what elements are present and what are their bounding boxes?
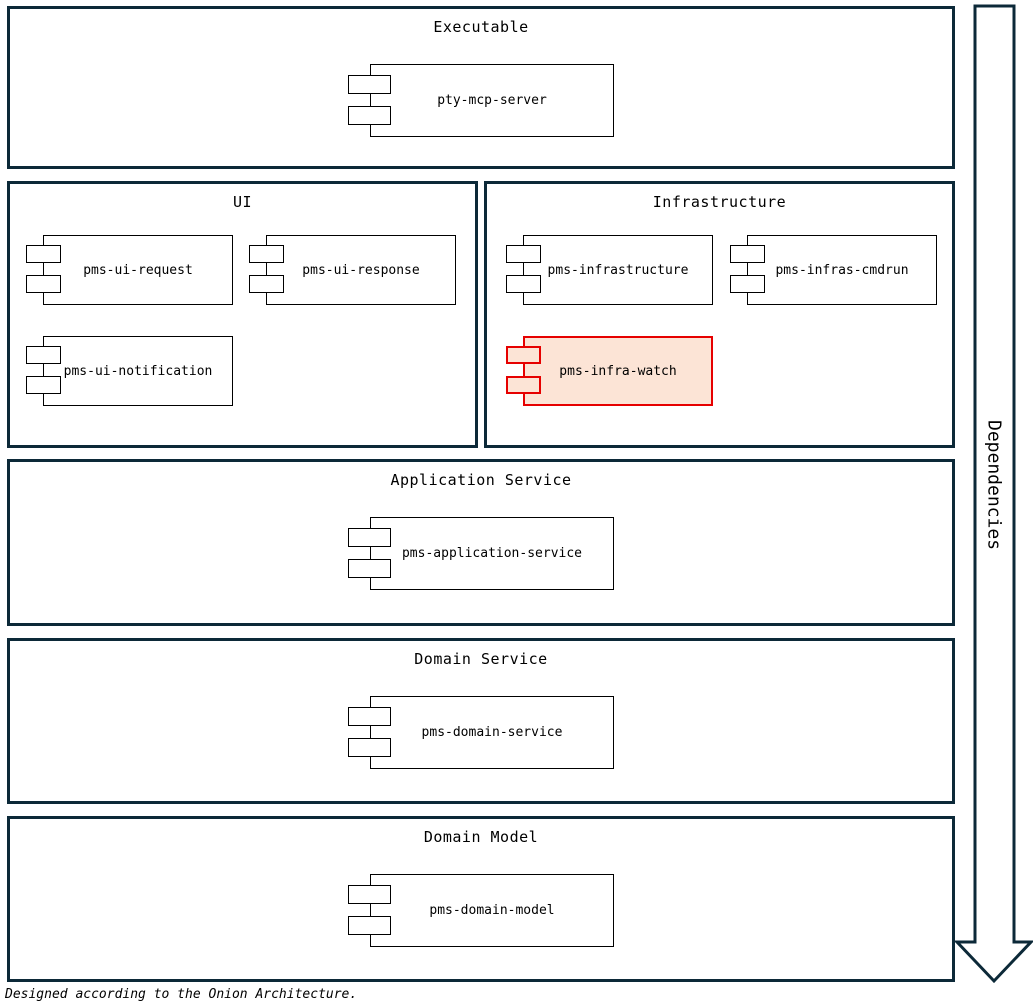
dependencies-arrow-shape xyxy=(953,4,1033,984)
component-pms-infrastructure: pms-infrastructure xyxy=(506,235,713,305)
component-tab-icon xyxy=(348,707,391,726)
layer-executable: Executable pty-mcp-server xyxy=(7,6,955,169)
component-pms-ui-notification: pms-ui-notification xyxy=(26,336,233,406)
component-pms-domain-service: pms-domain-service xyxy=(348,696,614,769)
component-label: pms-ui-notification xyxy=(43,336,233,406)
component-pms-application-service: pms-application-service xyxy=(348,517,614,590)
component-pms-infra-watch-highlighted: pms-infra-watch xyxy=(506,336,713,406)
component-label: pms-infrastructure xyxy=(523,235,713,305)
layer-title-domain-service: Domain Service xyxy=(414,650,548,668)
component-label: pty-mcp-server xyxy=(370,64,614,137)
layer-title-executable: Executable xyxy=(433,18,529,36)
component-label: pms-application-service xyxy=(370,517,614,590)
dependencies-arrow-label: Dependencies xyxy=(984,420,1005,550)
layer-infrastructure: Infrastructure pms-infrastructure pms-in… xyxy=(484,181,955,448)
component-label: pms-infra-watch xyxy=(523,336,713,406)
component-tab-icon xyxy=(506,346,541,364)
component-tab-icon xyxy=(26,376,61,394)
component-tab-icon xyxy=(249,245,284,263)
component-tab-icon xyxy=(348,916,391,935)
component-tab-icon xyxy=(730,245,765,263)
component-tab-icon xyxy=(506,245,541,263)
component-pms-infras-cmdrun: pms-infras-cmdrun xyxy=(730,235,937,305)
layer-title-domain-model: Domain Model xyxy=(423,828,539,846)
component-pms-ui-request: pms-ui-request xyxy=(26,235,233,305)
layer-application-service: Application Service pms-application-serv… xyxy=(7,459,955,626)
component-tab-icon xyxy=(26,275,61,293)
layer-ui: UI pms-ui-request pms-ui-response pms-ui… xyxy=(7,181,478,448)
component-tab-icon xyxy=(348,559,391,578)
component-tab-icon xyxy=(249,275,284,293)
layer-title-application-service: Application Service xyxy=(390,471,572,489)
layer-domain-model: Domain Model pms-domain-model xyxy=(7,816,955,982)
component-label: pms-domain-model xyxy=(370,874,614,947)
component-tab-icon xyxy=(26,245,61,263)
component-label: pms-ui-response xyxy=(266,235,456,305)
component-tab-icon xyxy=(348,106,391,125)
component-tab-icon xyxy=(730,275,765,293)
component-pms-domain-model: pms-domain-model xyxy=(348,874,614,947)
component-pms-ui-response: pms-ui-response xyxy=(249,235,456,305)
component-tab-icon xyxy=(348,528,391,547)
component-label: pms-ui-request xyxy=(43,235,233,305)
component-tab-icon xyxy=(506,376,541,394)
component-tab-icon xyxy=(348,75,391,94)
component-label: pms-infras-cmdrun xyxy=(747,235,937,305)
component-tab-icon xyxy=(348,738,391,757)
component-tab-icon xyxy=(348,885,391,904)
component-tab-icon xyxy=(26,346,61,364)
component-tab-icon xyxy=(506,275,541,293)
component-pty-mcp-server: pty-mcp-server xyxy=(348,64,614,137)
dependencies-arrow-icon: Dependencies xyxy=(953,4,1033,984)
layer-title-ui: UI xyxy=(232,193,253,211)
component-label: pms-domain-service xyxy=(370,696,614,769)
diagram-caption: Designed according to the Onion Architec… xyxy=(5,987,358,1002)
layer-domain-service: Domain Service pms-domain-service xyxy=(7,638,955,804)
layer-title-infrastructure: Infrastructure xyxy=(652,193,787,211)
